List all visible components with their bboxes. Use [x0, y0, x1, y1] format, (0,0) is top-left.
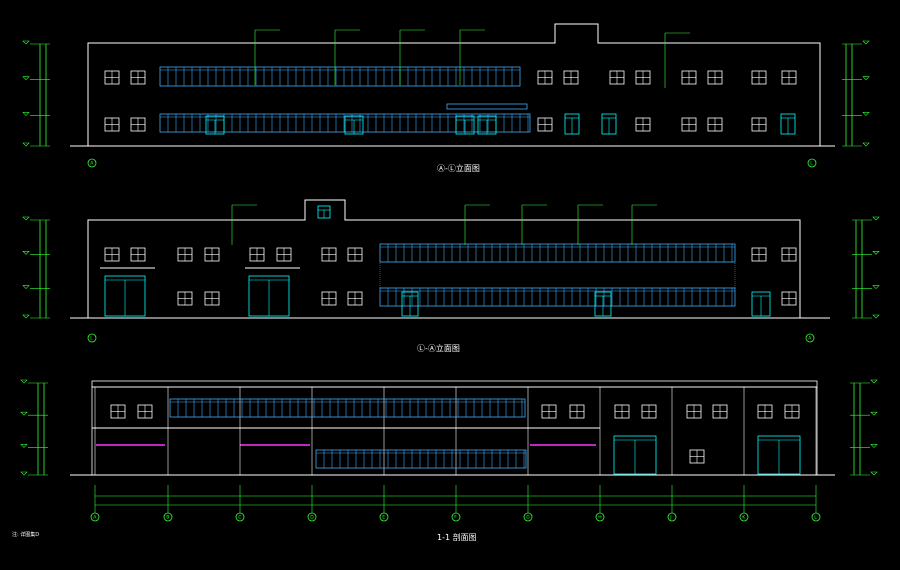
axis-bubble-label: C: [238, 515, 241, 521]
bottom-note: 注: 详图集D: [12, 532, 40, 538]
axis-bubble: [523, 512, 533, 522]
axis-bubble: [805, 333, 815, 343]
axis-bubble: [87, 158, 97, 168]
level-triangle: [22, 314, 30, 319]
axis-bubble: [163, 512, 173, 522]
level-triangle: [22, 142, 30, 147]
axis-bubble-label: D: [310, 515, 314, 521]
curtain-wall-band: [159, 66, 521, 87]
axis-bubble-label: G: [526, 515, 530, 521]
axis-bubble-label: K: [742, 515, 746, 521]
axis-bubble-label: J: [669, 515, 671, 521]
leader-layer: [231, 29, 690, 245]
axis-bubble: [451, 512, 461, 522]
view-title-section-1: 1-1 剖面图: [437, 533, 477, 542]
view-title-elevation-1: Ⓐ-Ⓛ立面图: [437, 164, 480, 173]
axis-bubble: [90, 512, 100, 522]
level-triangle: [870, 471, 878, 476]
axis-bubble: [807, 158, 817, 168]
curtain-wall-band: [379, 287, 736, 307]
elevation-1-outline: [87, 23, 821, 146]
axis-bubble-label: B: [166, 515, 169, 521]
level-triangle: [20, 411, 28, 416]
axis-bubble-label: E: [382, 515, 385, 521]
level-triangle: [22, 216, 30, 221]
axis-bubble: [379, 512, 389, 522]
door-layer: [104, 113, 801, 475]
view-title-elevation-2: Ⓛ-Ⓐ立面图: [417, 344, 460, 353]
axis-bubble: [87, 333, 97, 343]
building-outline-layer: [70, 23, 835, 476]
level-triangle: [22, 40, 30, 45]
axis-bubble: [595, 512, 605, 522]
level-triangle: [870, 444, 878, 448]
axis-bubble-label: L: [810, 161, 813, 167]
canopy: [446, 103, 528, 110]
curtain-wall-band: [379, 243, 736, 263]
level-triangle: [872, 216, 880, 221]
axis-bubble-label: L: [90, 336, 93, 342]
axis-bubble-label: H: [598, 515, 601, 521]
level-triangle: [20, 379, 28, 384]
level-triangle: [22, 112, 30, 116]
level-triangle: [22, 285, 30, 290]
level-triangle: [870, 411, 878, 416]
curtain-wall-band: [169, 398, 526, 418]
axis-bubble-layer: A L L A A B C D E F G H J K L: [87, 158, 821, 522]
axis-bubble: [235, 512, 245, 522]
axis-bubble: [811, 512, 821, 522]
axis-bubble-label: A: [93, 515, 97, 521]
level-triangle: [872, 314, 880, 319]
level-triangle: [862, 76, 870, 81]
dimension-layer: [20, 40, 880, 513]
level-triangle: [862, 142, 870, 147]
axis-bubble-label: A: [808, 336, 812, 342]
axis-bubble-label: A: [90, 161, 94, 167]
level-triangle: [872, 251, 880, 255]
level-triangle: [870, 379, 878, 384]
curtain-wall-band: [315, 449, 527, 469]
axis-bubble: [739, 512, 749, 522]
window-layer: [104, 70, 800, 464]
level-triangle: [20, 471, 28, 476]
level-triangle: [872, 285, 880, 290]
elevation-2-outline: [87, 199, 801, 318]
axis-bubble: [667, 512, 677, 522]
axis-bubble-label: F: [454, 515, 457, 521]
level-triangle: [862, 40, 870, 45]
level-triangle: [862, 112, 870, 116]
level-triangle: [22, 76, 30, 81]
axis-bubble-label: L: [814, 515, 817, 521]
axis-bubble: [307, 512, 317, 522]
level-triangle: [22, 251, 30, 255]
level-triangle: [20, 444, 28, 448]
